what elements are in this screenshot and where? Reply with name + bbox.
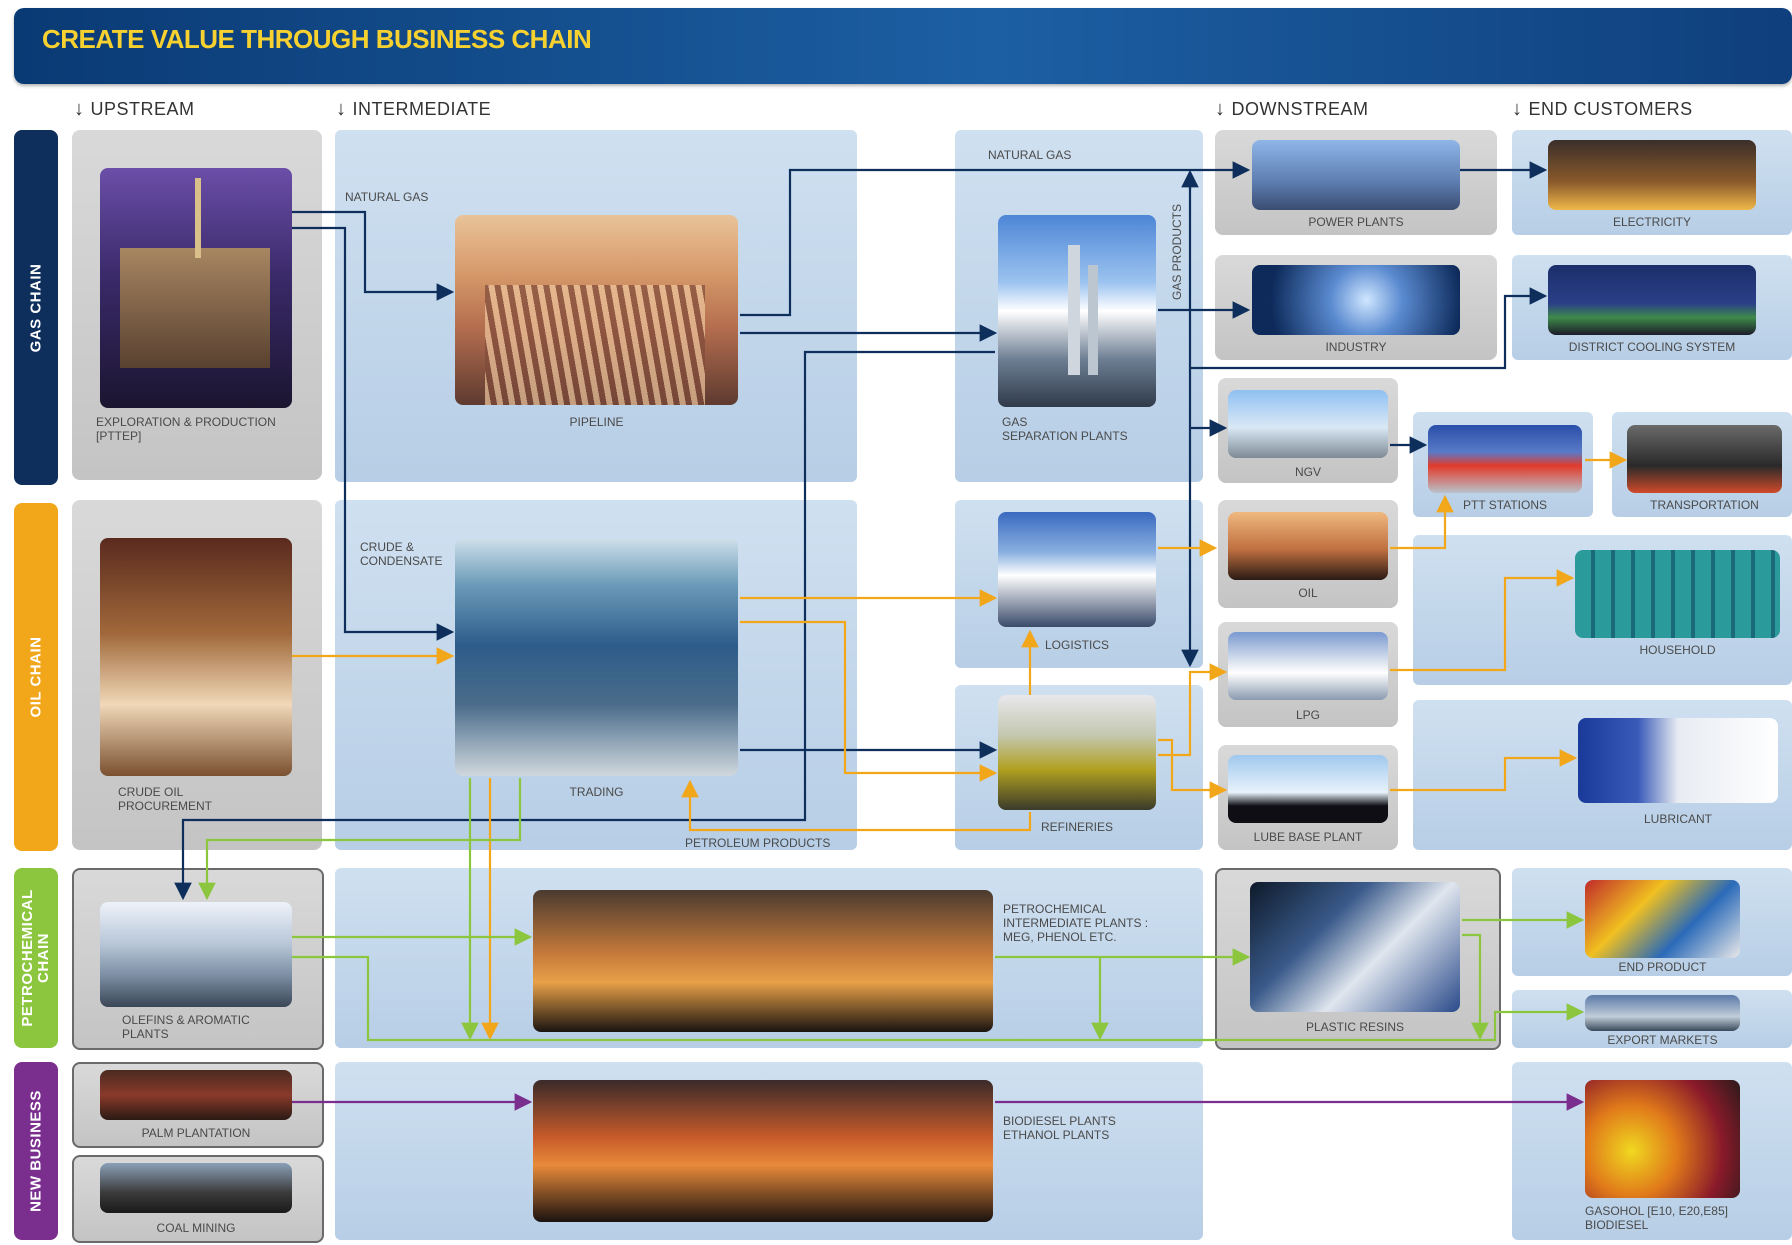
flow-label-natural-gas-1: NATURAL GAS bbox=[345, 190, 429, 204]
down-arrow-icon: ↓ bbox=[1215, 98, 1226, 120]
label-household: HOUSEHOLD bbox=[1639, 643, 1716, 657]
label-petro-intermediate: PETROCHEMICAL INTERMEDIATE PLANTS : MEG,… bbox=[1003, 902, 1149, 944]
lpg-spheres-photo bbox=[1228, 632, 1388, 700]
label-end-product: END PRODUCT bbox=[1618, 960, 1707, 974]
district-cooling-photo bbox=[1548, 265, 1756, 335]
label-lube-base: LUBE BASE PLANT bbox=[1253, 830, 1363, 844]
crude-oil-photo bbox=[100, 538, 292, 776]
offshore-platform-photo bbox=[100, 168, 292, 408]
end-product-photo bbox=[1585, 880, 1740, 958]
gas-separation-photo bbox=[998, 215, 1156, 407]
label-palm: PALM PLANTATION bbox=[141, 1126, 251, 1140]
new-business-tab: NEW BUSINESS bbox=[14, 1062, 58, 1240]
export-markets-photo bbox=[1585, 995, 1740, 1031]
transportation-photo bbox=[1627, 425, 1782, 493]
label-power-plants: POWER PLANTS bbox=[1308, 215, 1404, 229]
page-title: CREATE VALUE THROUGH BUSINESS CHAIN bbox=[42, 24, 592, 54]
label-refineries: REFINERIES bbox=[1040, 820, 1113, 834]
pipeline-photo bbox=[455, 215, 738, 405]
oil-chain-tab: OIL CHAIN bbox=[14, 503, 58, 851]
label-gas-separation: GAS SEPARATION PLANTS bbox=[1002, 415, 1128, 443]
electricity-photo bbox=[1548, 140, 1756, 210]
power-plants-photo bbox=[1252, 140, 1460, 210]
label-industry: INDUSTRY bbox=[1325, 340, 1387, 354]
label-oil: OIL bbox=[1298, 586, 1318, 600]
label-coal: COAL MINING bbox=[156, 1221, 236, 1235]
industry-photo bbox=[1252, 265, 1460, 335]
trading-port-photo bbox=[455, 538, 738, 776]
label-pipeline: PIPELINE bbox=[569, 415, 624, 429]
petrochemical-chain-tab: PETROCHEMICAL CHAIN bbox=[14, 868, 58, 1048]
label-exploration: EXPLORATION & PRODUCTION [PTTEP] bbox=[96, 415, 276, 443]
flow-label-natural-gas-2: NATURAL GAS bbox=[988, 148, 1072, 162]
palm-plantation-photo bbox=[100, 1070, 292, 1120]
label-gasohol: GASOHOL [E10, E20,E85] BIODIESEL bbox=[1585, 1204, 1728, 1232]
plastic-resins-photo bbox=[1250, 882, 1460, 1012]
gas-chain-tab: GAS CHAIN bbox=[14, 130, 58, 485]
logistics-truck-photo bbox=[998, 512, 1156, 627]
down-arrow-icon: ↓ bbox=[336, 98, 347, 120]
label-export-markets: EXPORT MARKETS bbox=[1607, 1033, 1718, 1047]
column-heading-end-customers: ↓END CUSTOMERS bbox=[1512, 98, 1693, 120]
oil-tanks-photo bbox=[1228, 512, 1388, 580]
column-heading-intermediate: ↓INTERMEDIATE bbox=[336, 98, 492, 120]
label-district-cooling: DISTRICT COOLING SYSTEM bbox=[1568, 340, 1736, 354]
flow-label-crude-condensate: CRUDE & CONDENSATE bbox=[360, 540, 443, 568]
biodiesel-plant-photo bbox=[533, 1080, 993, 1222]
flow-label-gas-products: GAS PRODUCTS bbox=[1170, 203, 1184, 300]
label-trading: TRADING bbox=[569, 785, 624, 799]
label-olefins: OLEFINS & AROMATIC PLANTS bbox=[122, 1013, 250, 1041]
coal-mining-photo bbox=[100, 1163, 292, 1213]
household-lpg-cylinders-photo bbox=[1575, 550, 1780, 638]
down-arrow-icon: ↓ bbox=[1512, 98, 1523, 120]
label-ptt-stations: PTT STATIONS bbox=[1462, 498, 1547, 512]
label-logistics: LOGISTICS bbox=[1044, 638, 1109, 652]
label-lpg: LPG bbox=[1295, 708, 1320, 722]
lube-base-photo bbox=[1228, 755, 1388, 823]
header-banner bbox=[14, 8, 1792, 84]
refineries-photo bbox=[998, 695, 1156, 810]
ngv-photo bbox=[1228, 390, 1388, 458]
column-heading-downstream: ↓DOWNSTREAM bbox=[1215, 98, 1369, 120]
label-electricity: ELECTRICITY bbox=[1612, 215, 1691, 229]
gasohol-photo bbox=[1585, 1080, 1740, 1198]
olefins-plant-photo bbox=[100, 902, 292, 1007]
label-lubricant: LUBRICANT bbox=[1643, 812, 1712, 826]
label-ngv: NGV bbox=[1294, 465, 1321, 479]
flow-label-petroleum-products: PETROLEUM PRODUCTS bbox=[685, 836, 831, 850]
ptt-stations-photo bbox=[1428, 425, 1582, 493]
label-biodiesel-plants: BIODIESEL PLANTS ETHANOL PLANTS bbox=[1003, 1114, 1116, 1142]
petrochemical-plant-photo bbox=[533, 890, 993, 1032]
label-crude-oil: CRUDE OIL PROCUREMENT bbox=[118, 785, 213, 813]
label-plastic-resins: PLASTIC RESINS bbox=[1305, 1020, 1405, 1034]
lubricant-photo bbox=[1578, 718, 1778, 803]
label-transportation: TRANSPORTATION bbox=[1650, 498, 1759, 512]
down-arrow-icon: ↓ bbox=[74, 98, 85, 120]
column-heading-upstream: ↓UPSTREAM bbox=[74, 98, 195, 120]
